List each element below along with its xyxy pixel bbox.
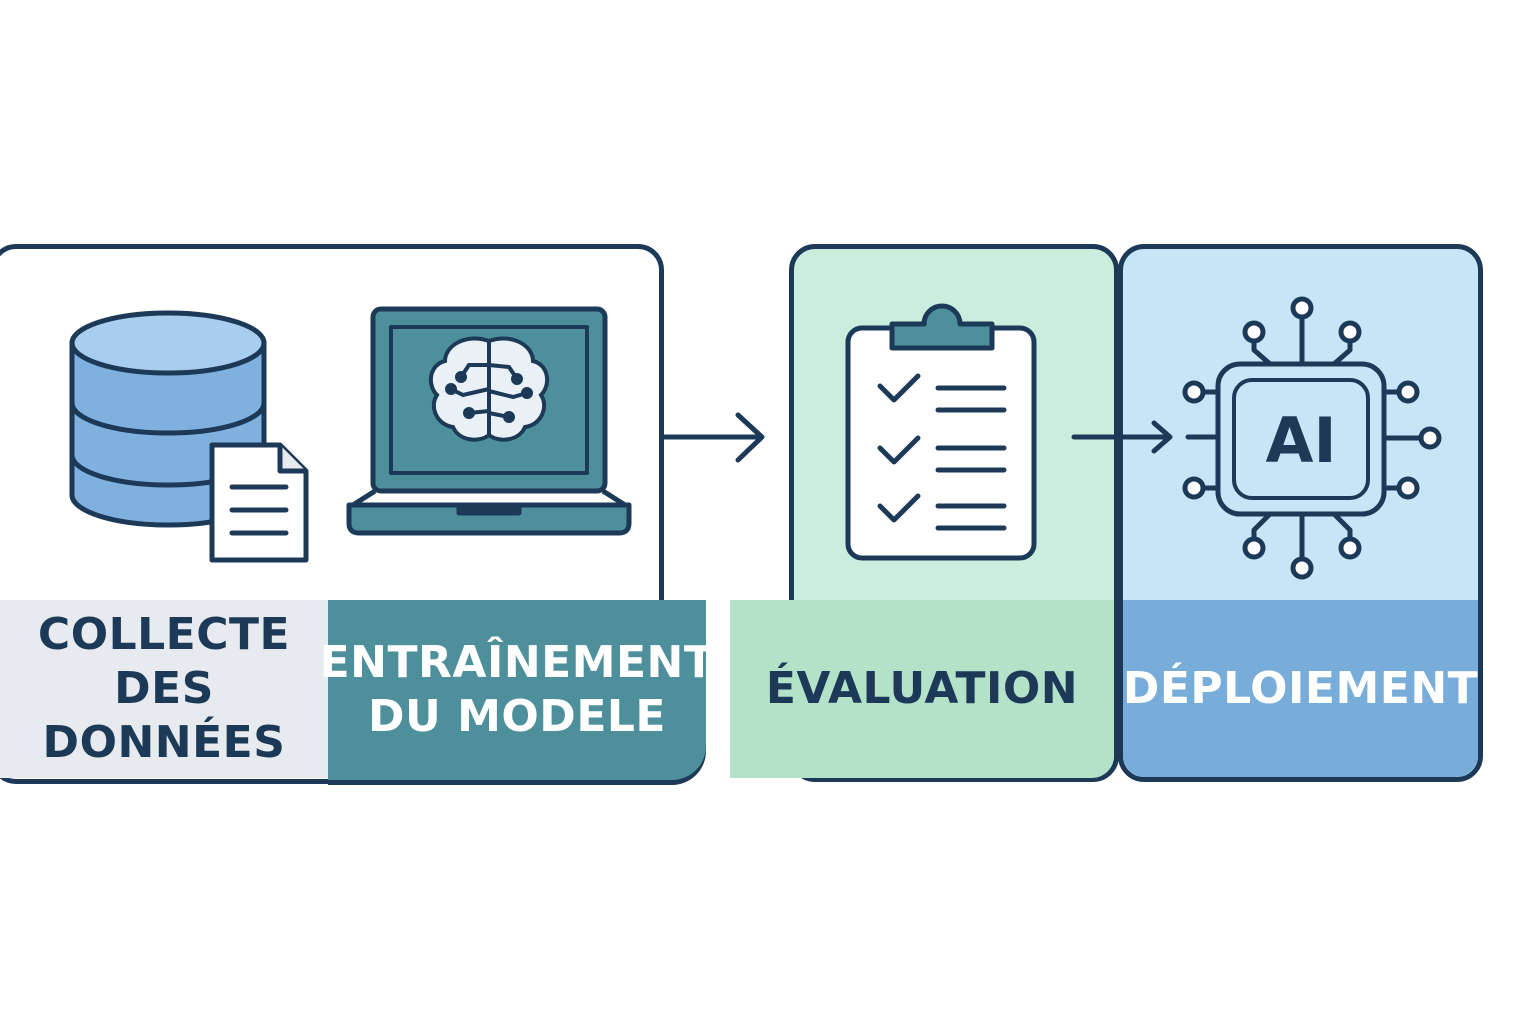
stage-label-train-line1: ENTRAÎNEMENT — [319, 637, 715, 688]
ai-chip-text: AI — [1265, 404, 1336, 477]
stage-label-train: ENTRAÎNEMENT DU MODELE — [320, 600, 714, 780]
stage-label-evaluation-line1: ÉVALUATION — [765, 663, 1079, 714]
stage-label-collect-line2: DES DONNÉES — [42, 663, 286, 768]
database-icon — [69, 310, 309, 563]
stage-label-deployment: DÉPLOIEMENT — [1123, 600, 1478, 777]
arrow-right-icon-2 — [1071, 420, 1173, 454]
clipboard-checklist-icon — [845, 303, 1037, 561]
document-icon — [209, 442, 309, 563]
stage-label-collect-line1: COLLECTE — [37, 609, 291, 660]
laptop-brain-icon — [346, 306, 632, 536]
stage-label-evaluation: ÉVALUATION — [730, 600, 1114, 778]
stage-label-collect: COLLECTE DES DONNÉES — [0, 600, 328, 778]
ai-chip-icon: AI — [1182, 296, 1442, 580]
brain-icon — [428, 336, 550, 442]
stage-label-train-line2: DU MODELE — [368, 691, 666, 742]
arrow-right-icon — [659, 412, 765, 463]
stage-label-deployment-line1: DÉPLOIEMENT — [1122, 662, 1479, 714]
